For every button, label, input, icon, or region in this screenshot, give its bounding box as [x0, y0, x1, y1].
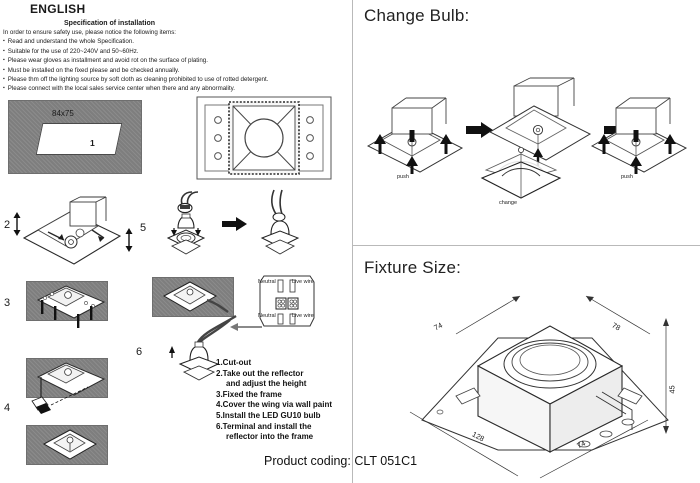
instruction-6: 6.Terminal and install the [216, 421, 312, 431]
cutout-step-number: 1 [90, 138, 95, 148]
change-bulb-heading: Change Bulb: [364, 6, 470, 25]
reflector-cone-illustration [480, 147, 562, 199]
instruction-1: 1.Cut-out [216, 358, 252, 367]
step4-illustration [31, 362, 106, 414]
terminal-label-live-top: Live wire [292, 279, 314, 285]
change-bulb-step2-illustration [488, 77, 592, 166]
spec-item-2: Suitable for the use of 220~240V and 50~… [3, 47, 303, 56]
step2-illustration [22, 196, 122, 265]
fixture-size-diagram [409, 295, 669, 479]
spec-item-3: Please wear gloves as installment and av… [3, 56, 303, 65]
product-coding-label: Product coding: CLT 051C1 [264, 454, 418, 468]
change-bulb-push-left-label: push [397, 174, 409, 180]
step5-illustration-left [166, 191, 206, 255]
cutout-shape [35, 123, 123, 155]
instruction-list: 1.Cut-out 2.Take out the reflector and a… [216, 358, 356, 443]
spec-item-5: Please thm off the lighting source by so… [3, 75, 303, 84]
step2-arrow-left-vertical [13, 212, 21, 236]
spec-item-1: Read and understand the whole Specificat… [3, 37, 303, 46]
spec-item-6: Please connect with the local sales serv… [3, 84, 303, 93]
fixture-size-heading: Fixture Size: [364, 258, 462, 277]
change-bulb-push-right-label: push [621, 174, 633, 180]
specification-title: Specification of installation [64, 20, 156, 27]
change-bulb-arrow-1-icon [466, 122, 493, 138]
fixture-top-view-diagram [196, 96, 332, 180]
specification-list: In order to ensure safety use, please no… [3, 28, 303, 94]
spec-intro: In order to ensure safety use, please no… [3, 29, 177, 36]
terminal-label-live-bottom: Live wire [292, 313, 314, 319]
terminal-label-neutral-top: Neutral [258, 279, 276, 285]
cutout-illustration-plate [8, 100, 142, 174]
instruction-6-cont: reflector into the frame [226, 432, 314, 442]
step5-arrow-right-icon [222, 217, 247, 231]
step-number-3: 3 [4, 297, 11, 309]
language-title: ENGLISH [30, 2, 86, 16]
dimension-45-height: 45 [667, 385, 677, 394]
step-number-4: 4 [4, 402, 11, 414]
instruction-2-cont: and adjust the height [226, 379, 307, 389]
spec-item-4: Must be installed on the fixed please an… [3, 66, 303, 75]
horizontal-divider [352, 245, 700, 246]
instruction-4: 4.Cover the wing via wall paint [216, 400, 333, 410]
step6-bulb-wiring-illustration [169, 314, 237, 381]
instruction-5: 5.Install the LED GU10 bulb [216, 410, 321, 420]
instruction-3: 3.Fixed the frame [216, 389, 282, 399]
step3-illustration [36, 285, 106, 328]
step-number-5: 5 [140, 222, 147, 234]
step-number-2: 2 [4, 219, 11, 231]
step2-arrow-right-vertical [125, 228, 133, 252]
reflector-frame-illustration [42, 429, 98, 460]
instruction-2: 2.Take out the reflector [216, 368, 304, 378]
change-bulb-step1-illustration [366, 97, 464, 174]
vertical-divider [352, 0, 353, 483]
step5-illustration-right [260, 189, 300, 255]
change-bulb-change-label: change [499, 200, 518, 206]
step6-fixture-illustration [162, 281, 229, 313]
cutout-dimension-label: 84x75 [52, 109, 74, 118]
terminal-label-neutral-bottom: Neutral [258, 313, 276, 319]
step6-arrow-to-fixture-icon [230, 323, 262, 331]
step-number-6: 6 [136, 346, 143, 358]
terminal-block-diagram [259, 275, 315, 327]
change-bulb-step3-illustration [590, 97, 688, 174]
